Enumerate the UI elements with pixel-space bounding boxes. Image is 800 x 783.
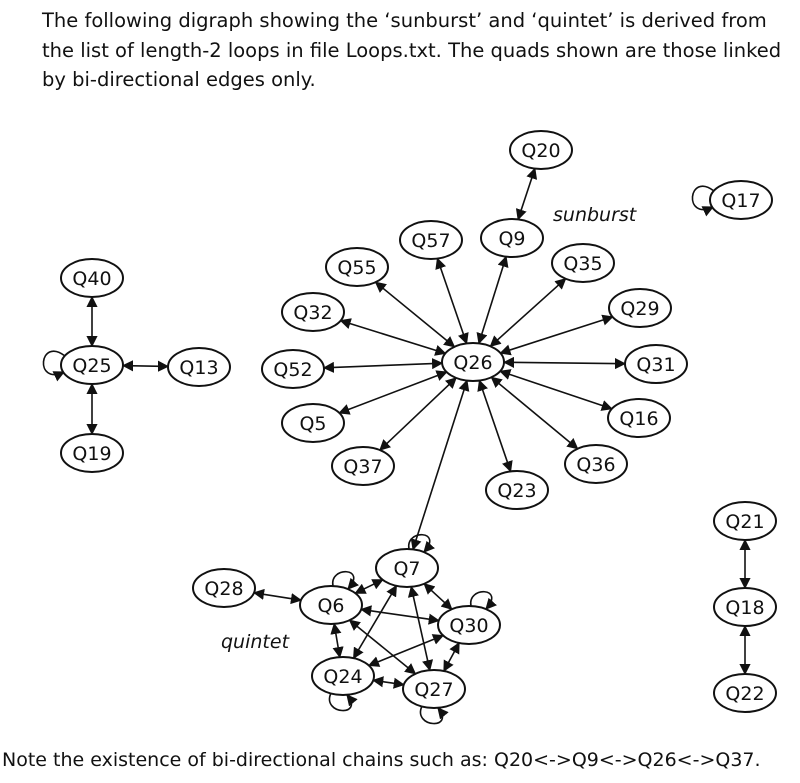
node-label: Q31 (636, 354, 675, 376)
self-loop-q24 (328, 692, 358, 712)
node-q19: Q19 (60, 433, 124, 473)
edge-q6-q7 (354, 579, 384, 594)
intro-paragraph: The following digraph showing the ‘sunbu… (42, 9, 782, 91)
node-q24: Q24 (311, 656, 375, 696)
edge-q20-q9 (515, 167, 538, 221)
node-label: Q35 (563, 253, 602, 275)
self-loop-q6 (332, 570, 359, 590)
edge-q6-q24 (330, 622, 344, 659)
node-label: Q6 (317, 595, 344, 617)
node-label: Q37 (343, 456, 382, 478)
quintet-caption: quintet (221, 631, 291, 653)
node-q30: Q30 (437, 605, 501, 645)
node-label: Q23 (497, 480, 536, 502)
node-q25: Q25 (60, 345, 124, 385)
node-label: Q22 (725, 683, 764, 705)
edge-q7-q30 (423, 583, 453, 610)
node-q26: Q26 (441, 342, 505, 382)
node-q31: Q31 (624, 344, 688, 384)
node-q57: Q57 (399, 220, 463, 260)
node-q16: Q16 (607, 398, 671, 438)
node-label: Q17 (721, 190, 760, 212)
node-label: Q40 (72, 268, 111, 290)
edge-q26-q9 (476, 255, 509, 345)
edge-q26-q52 (322, 357, 444, 374)
node-q32: Q32 (281, 292, 345, 332)
edge-q26-q29 (499, 314, 614, 356)
node-label: Q57 (411, 230, 450, 252)
edge-q24-q27 (372, 676, 405, 689)
node-q22: Q22 (713, 673, 777, 713)
edge-q7-q24 (352, 584, 398, 660)
edge-q6-q30 (360, 605, 440, 625)
node-q13: Q13 (167, 347, 231, 387)
node-label: Q32 (293, 302, 332, 324)
node-label: Q9 (498, 228, 525, 250)
node-label: Q26 (453, 352, 492, 374)
edge-q30-q24 (367, 634, 445, 667)
node-label: Q21 (725, 511, 764, 533)
node-label: Q36 (576, 454, 615, 476)
node-q27: Q27 (402, 669, 466, 709)
node-q35: Q35 (551, 243, 615, 283)
edge-q26-q7 (410, 379, 470, 551)
edge-q26-q5 (338, 370, 448, 415)
node-q37: Q37 (331, 446, 395, 486)
node-label: Q55 (337, 257, 376, 279)
edge-q26-q55 (374, 281, 456, 348)
node-label: Q52 (273, 359, 312, 381)
node-q36: Q36 (564, 444, 628, 484)
node-label: Q28 (204, 578, 243, 600)
edge-q26-q57 (435, 257, 469, 345)
node-q7: Q7 (375, 548, 439, 588)
node-label: Q5 (299, 413, 326, 435)
edge-q30-q27 (443, 642, 460, 672)
self-loop-q25 (42, 350, 66, 382)
edge-q26-q31 (502, 356, 627, 370)
node-label: Q16 (619, 408, 658, 430)
edge-q26-q16 (499, 369, 613, 411)
node-q23: Q23 (485, 470, 549, 510)
node-label: Q25 (72, 355, 111, 377)
edge-q26-q32 (339, 318, 447, 356)
node-q28: Q28 (192, 568, 256, 608)
node-q18: Q18 (713, 587, 777, 627)
node-label: Q24 (323, 666, 362, 688)
node-q52: Q52 (261, 349, 325, 389)
self-loop-q7 (408, 533, 435, 553)
self-loop-q30 (470, 590, 497, 610)
node-label: Q30 (449, 615, 488, 637)
self-loop-q27 (419, 705, 449, 725)
node-label: Q19 (72, 443, 111, 465)
edge-q28-q6 (252, 588, 303, 605)
node-label: Q29 (620, 298, 659, 320)
node-q29: Q29 (608, 288, 672, 328)
node-q5: Q5 (281, 403, 345, 443)
node-label: Q20 (521, 140, 560, 162)
node-q17: Q17 (709, 180, 773, 220)
node-q9: Q9 (480, 218, 544, 258)
node-label: Q27 (414, 679, 453, 701)
edge-q26-q37 (379, 377, 457, 451)
footer-note: Note the existence of bi-directional cha… (2, 749, 761, 771)
node-label: Q18 (725, 597, 764, 619)
self-loops (42, 185, 715, 725)
sunburst-caption: sunburst (553, 204, 638, 226)
edges (86, 167, 751, 689)
node-label: Q7 (393, 558, 420, 580)
self-loop-q17 (691, 185, 715, 217)
node-label: Q13 (179, 357, 218, 379)
edge-q7-q27 (407, 585, 434, 672)
edge-q25-q13 (121, 360, 170, 372)
node-q21: Q21 (713, 501, 777, 541)
node-q20: Q20 (509, 130, 573, 170)
node-q6: Q6 (299, 585, 363, 625)
edge-q26-q36 (490, 376, 579, 450)
node-q40: Q40 (60, 258, 124, 298)
node-q55: Q55 (325, 247, 389, 287)
edge-q26-q23 (477, 379, 513, 473)
